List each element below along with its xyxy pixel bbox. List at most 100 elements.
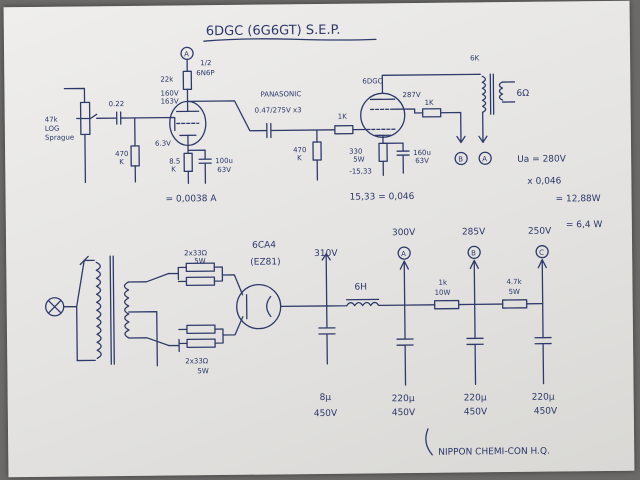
mains-wires bbox=[63, 259, 85, 362]
node-a-bottom-letter: A bbox=[401, 250, 406, 258]
plate-resistor-label: 22k bbox=[160, 76, 174, 84]
ot-label: 6K bbox=[470, 54, 480, 62]
lamp-cross bbox=[47, 300, 62, 314]
grid-leak-label-2: K bbox=[119, 158, 124, 166]
schematic: 6DGC (6G6GT) S.E.P. 47k LOG Sprague 0.22… bbox=[45, 23, 603, 458]
screen-resistor bbox=[421, 108, 442, 118]
speaker-label: 6Ω bbox=[516, 89, 529, 99]
power-calc-2: = 6,4 W bbox=[566, 220, 603, 230]
mult-calc: x 0,046 bbox=[527, 176, 561, 186]
cathode-resistor bbox=[183, 152, 193, 173]
tube-type-label: 6N6P bbox=[196, 69, 214, 77]
pot-wiper bbox=[76, 113, 98, 120]
first-node-wire bbox=[325, 253, 328, 329]
cathode-capacitor bbox=[198, 149, 212, 184]
pentode-type-label: 6DGC bbox=[362, 77, 382, 85]
wire bbox=[178, 316, 244, 345]
cathode-r-label-1: 8.5 bbox=[169, 157, 180, 165]
grid-wire bbox=[120, 116, 176, 132]
plate-resistor bbox=[182, 70, 193, 91]
cathode-2-c-label-1: 160u bbox=[413, 149, 431, 157]
half-tube-label: 1/2 bbox=[200, 59, 211, 67]
rectifier-label-2: (EZ81) bbox=[250, 257, 280, 267]
cap-2-voltage: 450V bbox=[392, 408, 416, 418]
cathode-2-calc: 15,33 = 0,046 bbox=[350, 192, 415, 203]
arrow bbox=[399, 260, 409, 270]
cathode-voltage: 6.3V bbox=[155, 140, 171, 148]
choke-label: 6H bbox=[354, 283, 367, 293]
cathode-r-label-2: K bbox=[171, 165, 176, 173]
input-wire bbox=[63, 87, 86, 104]
node-c-bottom bbox=[535, 245, 549, 259]
node-a-wire bbox=[403, 260, 406, 340]
screen-to-b-wire bbox=[440, 111, 462, 144]
arrow bbox=[456, 135, 466, 144]
ot-core bbox=[489, 73, 495, 115]
grid-leak-2-resistor bbox=[312, 141, 322, 161]
grid-leak-2-label-2: K bbox=[297, 154, 302, 162]
node-b-wire bbox=[473, 259, 476, 340]
node-a-right bbox=[478, 151, 492, 165]
voltage-285: 285V bbox=[462, 227, 486, 237]
screen-resistor-label: 1K bbox=[425, 99, 435, 107]
capacitor-brand-note: NIPPON CHEMI-CON H.Q. bbox=[438, 447, 550, 458]
wire bbox=[177, 266, 244, 296]
arrow bbox=[537, 259, 547, 269]
schematic-title: 6DGC (6G6GT) S.E.P. bbox=[206, 23, 341, 39]
pot-label-3: Sprague bbox=[45, 134, 74, 142]
rectifier-electrodes bbox=[245, 294, 272, 320]
coupling-value: 0.47/275V x3 bbox=[255, 106, 302, 114]
node-c-wire bbox=[541, 259, 544, 339]
cathode-2-resistor bbox=[378, 142, 388, 163]
resistor-b-c-label-2: 5W bbox=[509, 288, 521, 296]
coupling-brand: PANASONIC bbox=[260, 90, 301, 98]
bracket bbox=[425, 428, 433, 456]
cathode-2-r-label-2: 5W bbox=[353, 156, 365, 164]
cap-1-value: 8µ bbox=[320, 393, 332, 403]
bias-current: = 0,0038 A bbox=[166, 194, 218, 205]
cathode-2-voltage: -15,33 bbox=[349, 167, 372, 175]
node-a-right-letter: A bbox=[482, 155, 487, 163]
ua-calc: Ua = 280V bbox=[517, 154, 567, 165]
arrow bbox=[478, 135, 488, 143]
plate-to-coupling-wire bbox=[186, 100, 268, 132]
input-cap-label: 0.22 bbox=[109, 100, 125, 108]
node-b-bottom bbox=[467, 245, 481, 260]
resistor-a-b bbox=[434, 299, 460, 310]
rect-resistor-bottom-2 bbox=[186, 338, 216, 349]
rect-r-bottom-label-2: 5W bbox=[197, 367, 209, 375]
power-calc-1: = 12,88W bbox=[556, 194, 601, 204]
filter-cap-a bbox=[396, 338, 414, 386]
rect-r-top-label-2: 5W bbox=[194, 257, 206, 265]
rect-r-top-label-1: 2x33Ω bbox=[184, 249, 208, 257]
paper-sheet: 6DGC (6G6GT) S.E.P. 47k LOG Sprague 0.22… bbox=[3, 0, 635, 478]
node-a-top-letter: A bbox=[184, 50, 189, 58]
cathode-2-c-label-2: 63V bbox=[415, 157, 429, 165]
plate-voltage-2: 163V bbox=[161, 97, 179, 105]
node-b-top bbox=[454, 151, 468, 166]
cap-3-value: 220µ bbox=[464, 393, 487, 403]
title-underline bbox=[203, 38, 377, 42]
pot-label-1: 47k bbox=[45, 116, 59, 124]
cathode-c-label-1: 100u bbox=[215, 157, 233, 165]
wire bbox=[382, 134, 404, 144]
ot-secondary bbox=[498, 81, 504, 101]
screen-wire bbox=[393, 108, 424, 114]
speaker-wires bbox=[501, 81, 516, 103]
rectifier-label-1: 6CA4 bbox=[252, 240, 276, 250]
resistor-b-c-label-1: 4.7k bbox=[506, 278, 522, 286]
grid-leak-resistor bbox=[130, 145, 140, 167]
voltage-310: 310V bbox=[314, 249, 338, 259]
filter-cap-c bbox=[534, 336, 552, 385]
grid-leak-label-1: 470 bbox=[115, 150, 128, 158]
cap-4-voltage: 450V bbox=[534, 407, 558, 417]
rectifier-tube bbox=[236, 283, 282, 330]
plate-voltage-1: 160V bbox=[160, 89, 178, 97]
grid-stopper-resistor bbox=[334, 124, 354, 135]
screen-voltage: 287V bbox=[402, 91, 420, 99]
cap-3-voltage: 450V bbox=[464, 407, 488, 417]
cathode-2-r-label-1: 330 bbox=[349, 148, 362, 156]
arrow bbox=[469, 259, 479, 270]
pt-core bbox=[109, 255, 115, 365]
rect-resistor-top-2 bbox=[185, 276, 216, 287]
